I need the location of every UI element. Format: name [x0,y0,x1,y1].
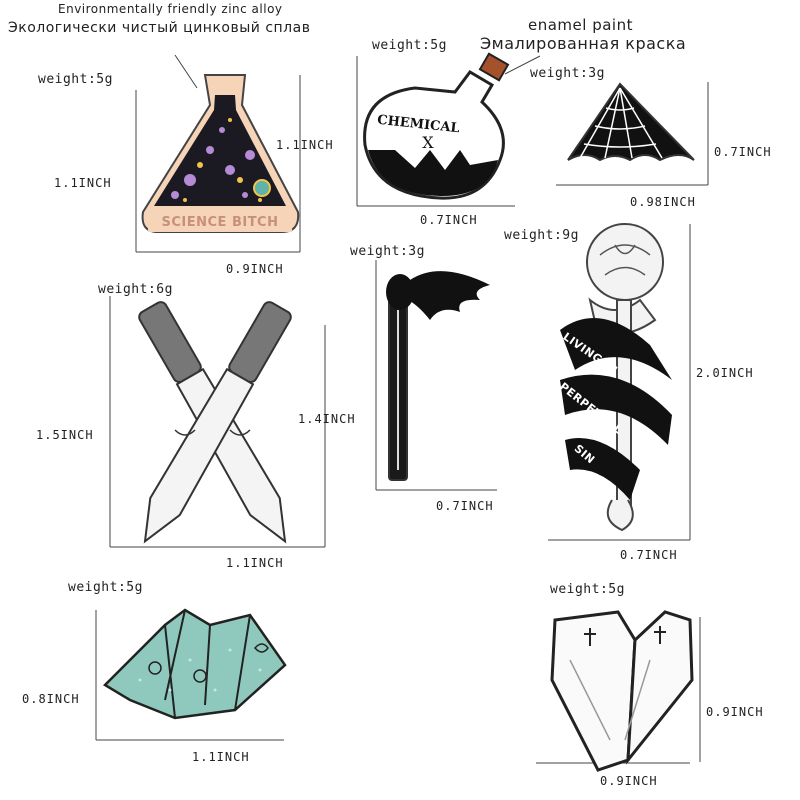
pin-weight-label: weight:9g [504,228,579,243]
spider-web-pin [567,82,695,162]
pin-width-label: 0.9INCH [226,262,284,276]
science-flask-pin: SCIENCE BITCH [141,74,300,233]
pin-weight-label: weight:6g [98,282,173,297]
chemical-x-bottle-pin: CHEMICAL X [363,52,510,200]
pin-width-label: 1.1INCH [192,750,250,764]
enamel-note-en: enamel paint [528,16,633,34]
pin-weight-label: weight:3g [350,244,425,259]
pin-height-label: 1.1INCH [54,176,112,190]
pin-height-label: 0.8INCH [22,692,80,706]
pin-width-label: 0.7INCH [420,213,478,227]
pin-weight-label: weight:5g [38,72,113,87]
pin-width-label: 0.98INCH [630,195,696,209]
svg-text:SCIENCE BITCH: SCIENCE BITCH [162,215,279,230]
pin-height-label: 1.4INCH [298,412,356,426]
match-pin [386,271,490,481]
pin-width-label: 0.7INCH [436,499,494,513]
pin-height-label: 1.1INCH [276,138,334,152]
pin-width-label: 0.9INCH [600,774,658,788]
coffin-heart-pin [550,610,694,772]
alloy-note-ru: Экологически чистый цинковый сплав [8,20,311,36]
cootie-catcher-pin [102,608,287,720]
pin-weight-label: weight:5g [550,582,625,597]
pin-height-label: 0.9INCH [706,705,764,719]
pin-height-label: 2.0INCH [696,366,754,380]
svg-text:X: X [422,133,434,152]
pin-height-label: 0.7INCH [714,145,772,159]
enamel-note-ru: Эмалированная краска [480,34,687,53]
pin-height-label: 1.5INCH [36,428,94,442]
crossed-knives-pin [138,301,292,544]
rose-snake-pin [560,223,672,532]
pin-width-label: 1.1INCH [226,556,284,570]
alloy-note-en: Environmentally friendly zinc alloy [58,2,283,16]
pin-width-label: 0.7INCH [620,548,678,562]
pin-weight-label: weight:5g [372,38,447,53]
pin-weight-label: weight:5g [68,580,143,595]
pin-weight-label: weight:3g [530,66,605,81]
